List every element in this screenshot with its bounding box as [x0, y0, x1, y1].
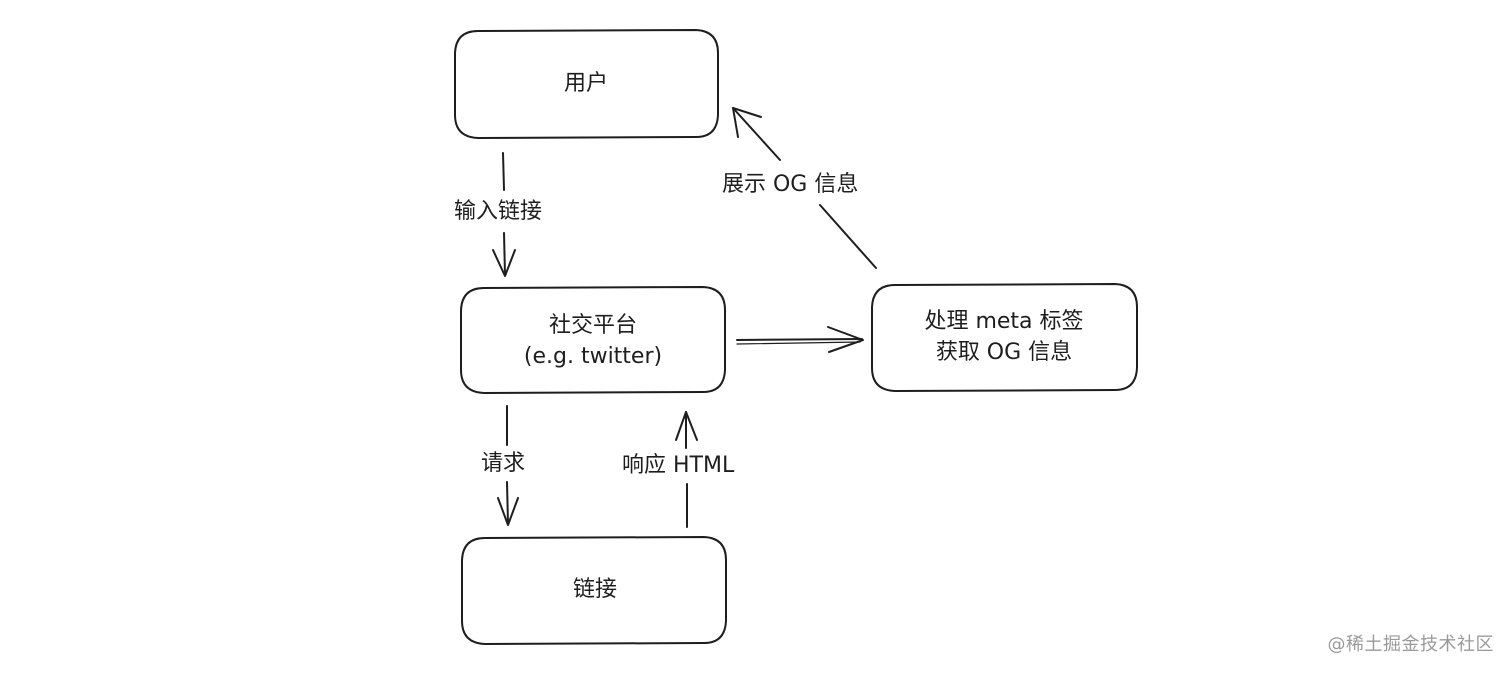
node-process-line1: 处理 meta 标签	[924, 309, 1083, 334]
node-user: 用户	[454, 29, 719, 139]
edge-request: 请求	[476, 405, 536, 526]
edge-show-og: 展示 OG 信息	[718, 107, 888, 269]
edge-show-og-label: 展示 OG 信息	[722, 172, 858, 197]
node-user-box	[454, 29, 719, 139]
edge-response-label: 响应 HTML	[622, 453, 735, 478]
edge-platform-to-process-line-2	[736, 341, 861, 345]
node-link-label: 链接	[573, 577, 617, 602]
edge-input-link-line-bottom	[503, 232, 506, 276]
edge-show-og-arrowhead	[732, 107, 762, 138]
edge-input-link-line-top	[502, 152, 505, 191]
edge-show-og-line-upper	[732, 107, 781, 161]
edge-input-link: 输入链接	[448, 152, 560, 277]
edge-input-link-label: 输入链接	[454, 199, 542, 224]
edge-show-og-label-bg	[718, 170, 888, 200]
edge-input-link-label-bg	[448, 198, 560, 226]
edge-show-og-line-lower	[819, 204, 877, 269]
edge-platform-to-process	[736, 326, 864, 353]
node-user-label: 用户	[564, 71, 608, 96]
node-process-line2: 获取 OG 信息	[936, 340, 1072, 365]
node-platform: 社交平台 (e.g. twitter)	[460, 286, 726, 394]
edge-response: 响应 HTML	[616, 411, 760, 528]
edge-input-link-arrowhead	[492, 249, 516, 277]
node-platform-box	[460, 286, 726, 394]
edge-platform-to-process-line	[736, 338, 863, 341]
edge-request-label-bg	[476, 450, 536, 478]
edge-platform-to-process-arrowhead	[827, 326, 864, 353]
edge-request-arrowhead	[497, 497, 519, 526]
node-platform-subtitle: (e.g. twitter)	[524, 344, 662, 369]
node-link: 链接	[461, 536, 727, 645]
node-process-box	[871, 283, 1138, 392]
edge-request-label: 请求	[481, 451, 525, 476]
node-link-box	[461, 536, 727, 645]
edge-response-label-bg	[616, 452, 760, 480]
watermark: @稀土掘金技术社区	[1327, 634, 1494, 655]
node-process: 处理 meta 标签 获取 OG 信息	[871, 283, 1138, 392]
edge-request-line-bottom	[506, 481, 509, 525]
edge-response-arrowhead	[675, 411, 698, 441]
node-platform-title: 社交平台	[549, 313, 637, 338]
